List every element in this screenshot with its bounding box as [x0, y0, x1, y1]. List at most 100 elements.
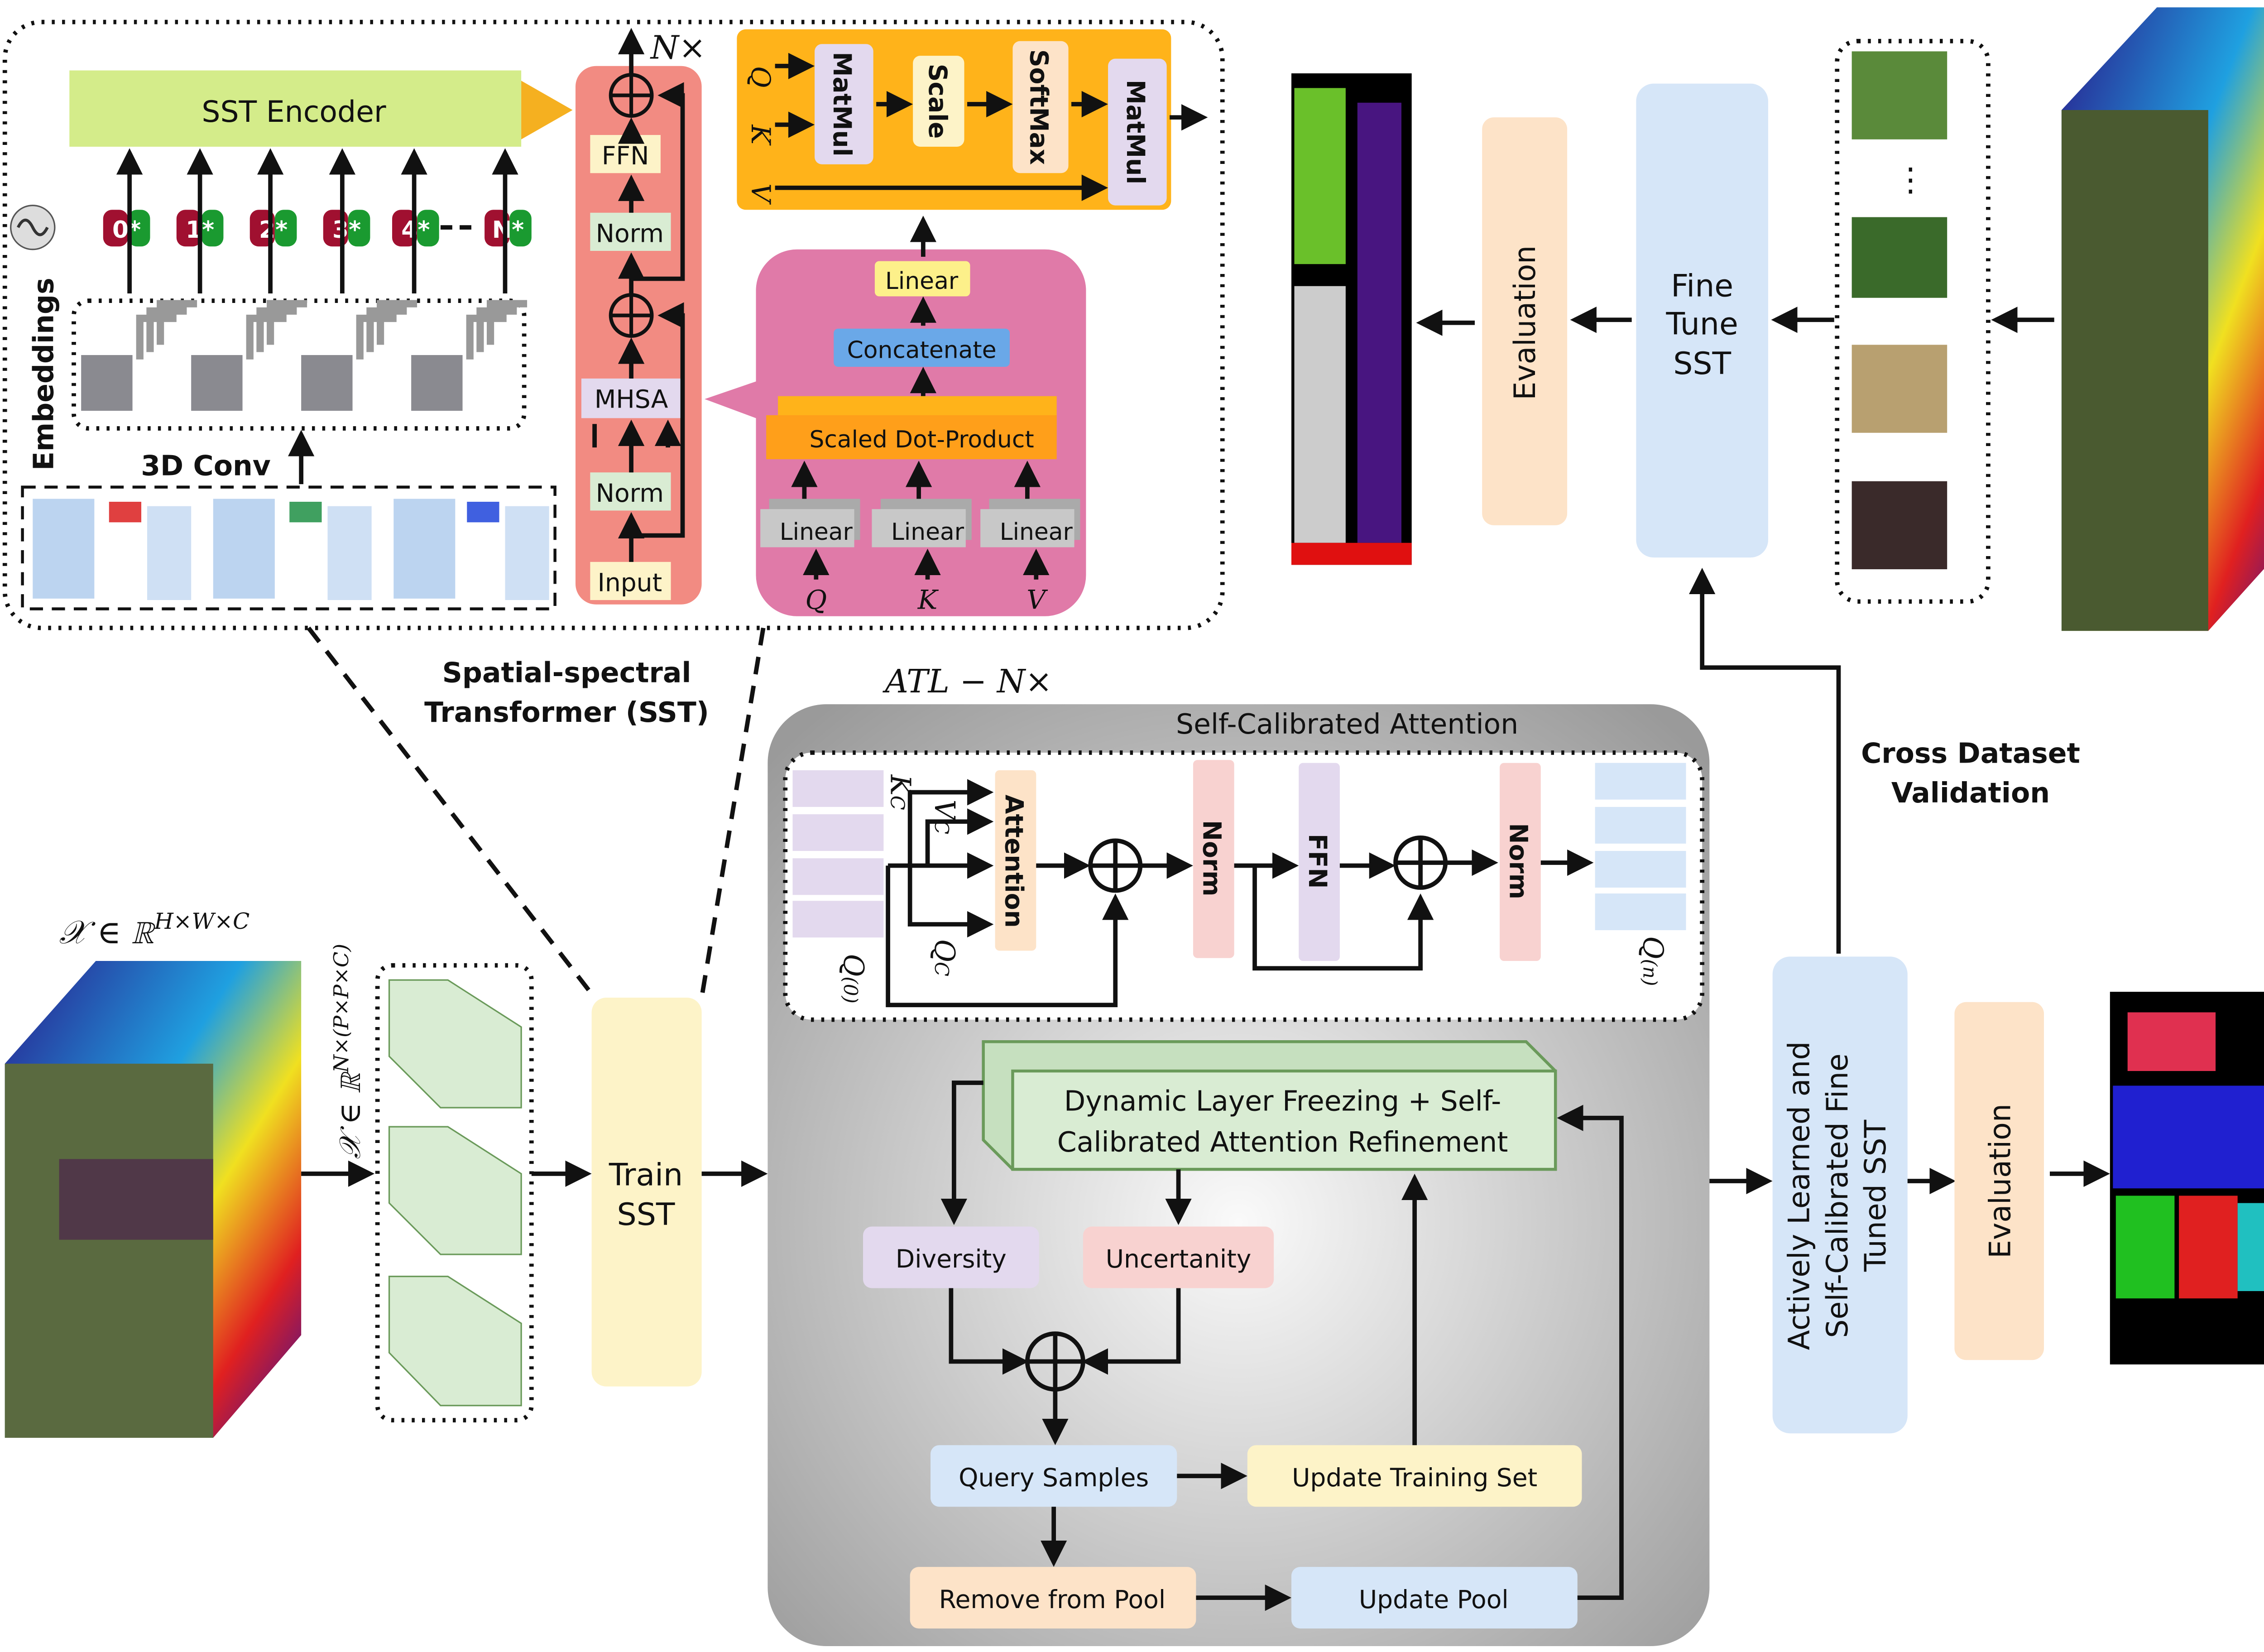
matmul-label: MatMul: [828, 52, 857, 156]
svg-text:2*: 2*: [259, 216, 288, 244]
svg-text:Validation: Validation: [1891, 777, 2050, 809]
token: 2*: [249, 210, 297, 247]
query-samples-box: [931, 1445, 1177, 1507]
sst-encoder-box: [69, 70, 522, 147]
svg-text:Fine: Fine: [1671, 268, 1733, 304]
softmax-label: SoftMax: [1024, 49, 1053, 165]
sca-title: Self-Calibrated Attention: [1176, 708, 1518, 740]
uncertainty-box: [1083, 1226, 1274, 1288]
fine-tune-sst-box: [1636, 83, 1768, 558]
svg-text:Linear: Linear: [1000, 519, 1073, 546]
zoom-connector: [699, 627, 766, 998]
classification-map-bottom: [2110, 992, 2264, 1365]
concatenate-label: Concatenate: [847, 337, 997, 364]
svg-text:Dynamic Layer Freezing + Self-: Dynamic Layer Freezing + Self-: [1064, 1085, 1501, 1118]
evaluation-box-top: [1482, 117, 1568, 525]
scaled-dot-product-label: Scaled Dot-Product: [809, 426, 1034, 453]
token: 3*: [323, 210, 370, 247]
norm-label: Norm: [1504, 823, 1533, 899]
svg-text:SST: SST: [1673, 346, 1731, 382]
mhsa-label: MHSA: [595, 385, 668, 414]
conv-kernel-cubes: [33, 499, 549, 600]
svg-text:Query Samples: Query Samples: [959, 1463, 1149, 1492]
token-arrows: [116, 148, 518, 293]
svg-text:0*: 0*: [112, 216, 141, 244]
matmul-label: MatMul: [1121, 80, 1150, 184]
norm-label: Norm: [596, 479, 664, 508]
norm-label: Norm: [596, 219, 664, 248]
svg-text:K: K: [917, 585, 939, 615]
svg-text:3*: 3*: [332, 216, 361, 244]
zoom-connector: [307, 626, 596, 999]
attention-label: Attention: [999, 795, 1028, 928]
train-sst-box: [591, 998, 702, 1387]
linear-projections: Linear Linear Linear: [760, 461, 1080, 580]
hyperspectral-cube-input: [5, 961, 302, 1438]
input-formula: 𝒳 ∈ ℝH×W×C: [59, 909, 250, 951]
evaluation-box-bottom: [1954, 1002, 2044, 1360]
patch-samples: ⋮: [1835, 38, 1991, 604]
svg-text:Q: Q: [745, 66, 776, 88]
update-training-set-box: [1247, 1445, 1582, 1507]
diversity-box: [863, 1226, 1039, 1288]
conv-box: [21, 485, 556, 610]
embeddings-box: [72, 298, 527, 431]
svg-text:V: V: [745, 183, 776, 205]
token: N*: [484, 210, 532, 247]
patch-formula: 𝒳 ∈ ℝN×(P×P×C): [329, 944, 367, 1159]
svg-text:N*: N*: [492, 216, 524, 244]
3d-conv-label: 3D Conv: [141, 450, 271, 482]
encoder-arrowhead: [521, 81, 573, 139]
svg-text:Update Training Set: Update Training Set: [1292, 1463, 1537, 1492]
remove-from-pool-box: [910, 1567, 1196, 1629]
sst-detail-panel: SST Encoder 0* 1* 2* 3* 4* N* Embeddings…: [2, 19, 1225, 630]
embeddings-label: Embeddings: [28, 278, 60, 471]
svg-text:Self-Calibrated Fine: Self-Calibrated Fine: [1821, 1053, 1855, 1338]
token: 1*: [176, 210, 224, 247]
svg-text:K: K: [745, 124, 776, 146]
final-model-box: [1772, 956, 1908, 1434]
svg-text:Q(n): Q(n): [1637, 936, 1669, 986]
svg-text:Diversity: Diversity: [896, 1244, 1007, 1273]
scale-label: Scale: [923, 64, 952, 139]
patch-cubes: [375, 963, 534, 1422]
svg-text:Update Pool: Update Pool: [1359, 1585, 1509, 1614]
query-tokens-out: [1595, 763, 1686, 931]
token-row: 0* 1* 2* 3* 4* N*: [103, 210, 532, 247]
embedding-patches: [81, 300, 528, 411]
ffn-label: FFN: [1303, 834, 1332, 888]
svg-text:Evaluation: Evaluation: [1984, 1104, 2018, 1258]
svg-text:Linear: Linear: [891, 519, 964, 546]
svg-text:⋮: ⋮: [1895, 161, 1927, 198]
token: 0*: [103, 210, 150, 247]
repeat-label: N×: [650, 29, 706, 67]
mhsa-expand-pointer: [705, 381, 756, 418]
svg-text:QC: QC: [928, 939, 961, 976]
svg-text:SST: SST: [617, 1197, 675, 1233]
input-label: Input: [598, 568, 662, 597]
svg-text:Evaluation: Evaluation: [1508, 245, 1542, 400]
svg-text:Actively Learned and: Actively Learned and: [1783, 1042, 1817, 1350]
sst-caption: Transformer (SST): [424, 696, 709, 729]
hyperspectral-cube-top: [2061, 7, 2264, 631]
cross-dataset-arrow: [1689, 567, 1841, 954]
token: 4*: [392, 210, 439, 247]
update-pool-box: [1291, 1567, 1578, 1629]
svg-text:Tuned SST: Tuned SST: [1859, 1119, 1893, 1272]
svg-text:Tune: Tune: [1666, 307, 1738, 342]
query-tokens-in: [792, 770, 884, 938]
norm-label: Norm: [1198, 820, 1227, 896]
sst-encoder-label: SST Encoder: [201, 95, 386, 129]
ffn-label: FFN: [602, 141, 649, 170]
atl-label: ATL − N×: [883, 663, 1053, 700]
svg-text:Calibrated Attention Refinemen: Calibrated Attention Refinement: [1057, 1126, 1508, 1158]
svg-text:Q: Q: [805, 585, 827, 615]
svg-text:Train: Train: [609, 1157, 683, 1193]
svg-text:Remove from Pool: Remove from Pool: [939, 1585, 1166, 1614]
sst-caption: Spatial-spectral: [442, 657, 691, 689]
svg-text:Linear: Linear: [780, 519, 853, 546]
svg-text:V: V: [1026, 585, 1048, 615]
dlf-box: [982, 1040, 1557, 1171]
sine-positional-icon: [10, 204, 56, 250]
